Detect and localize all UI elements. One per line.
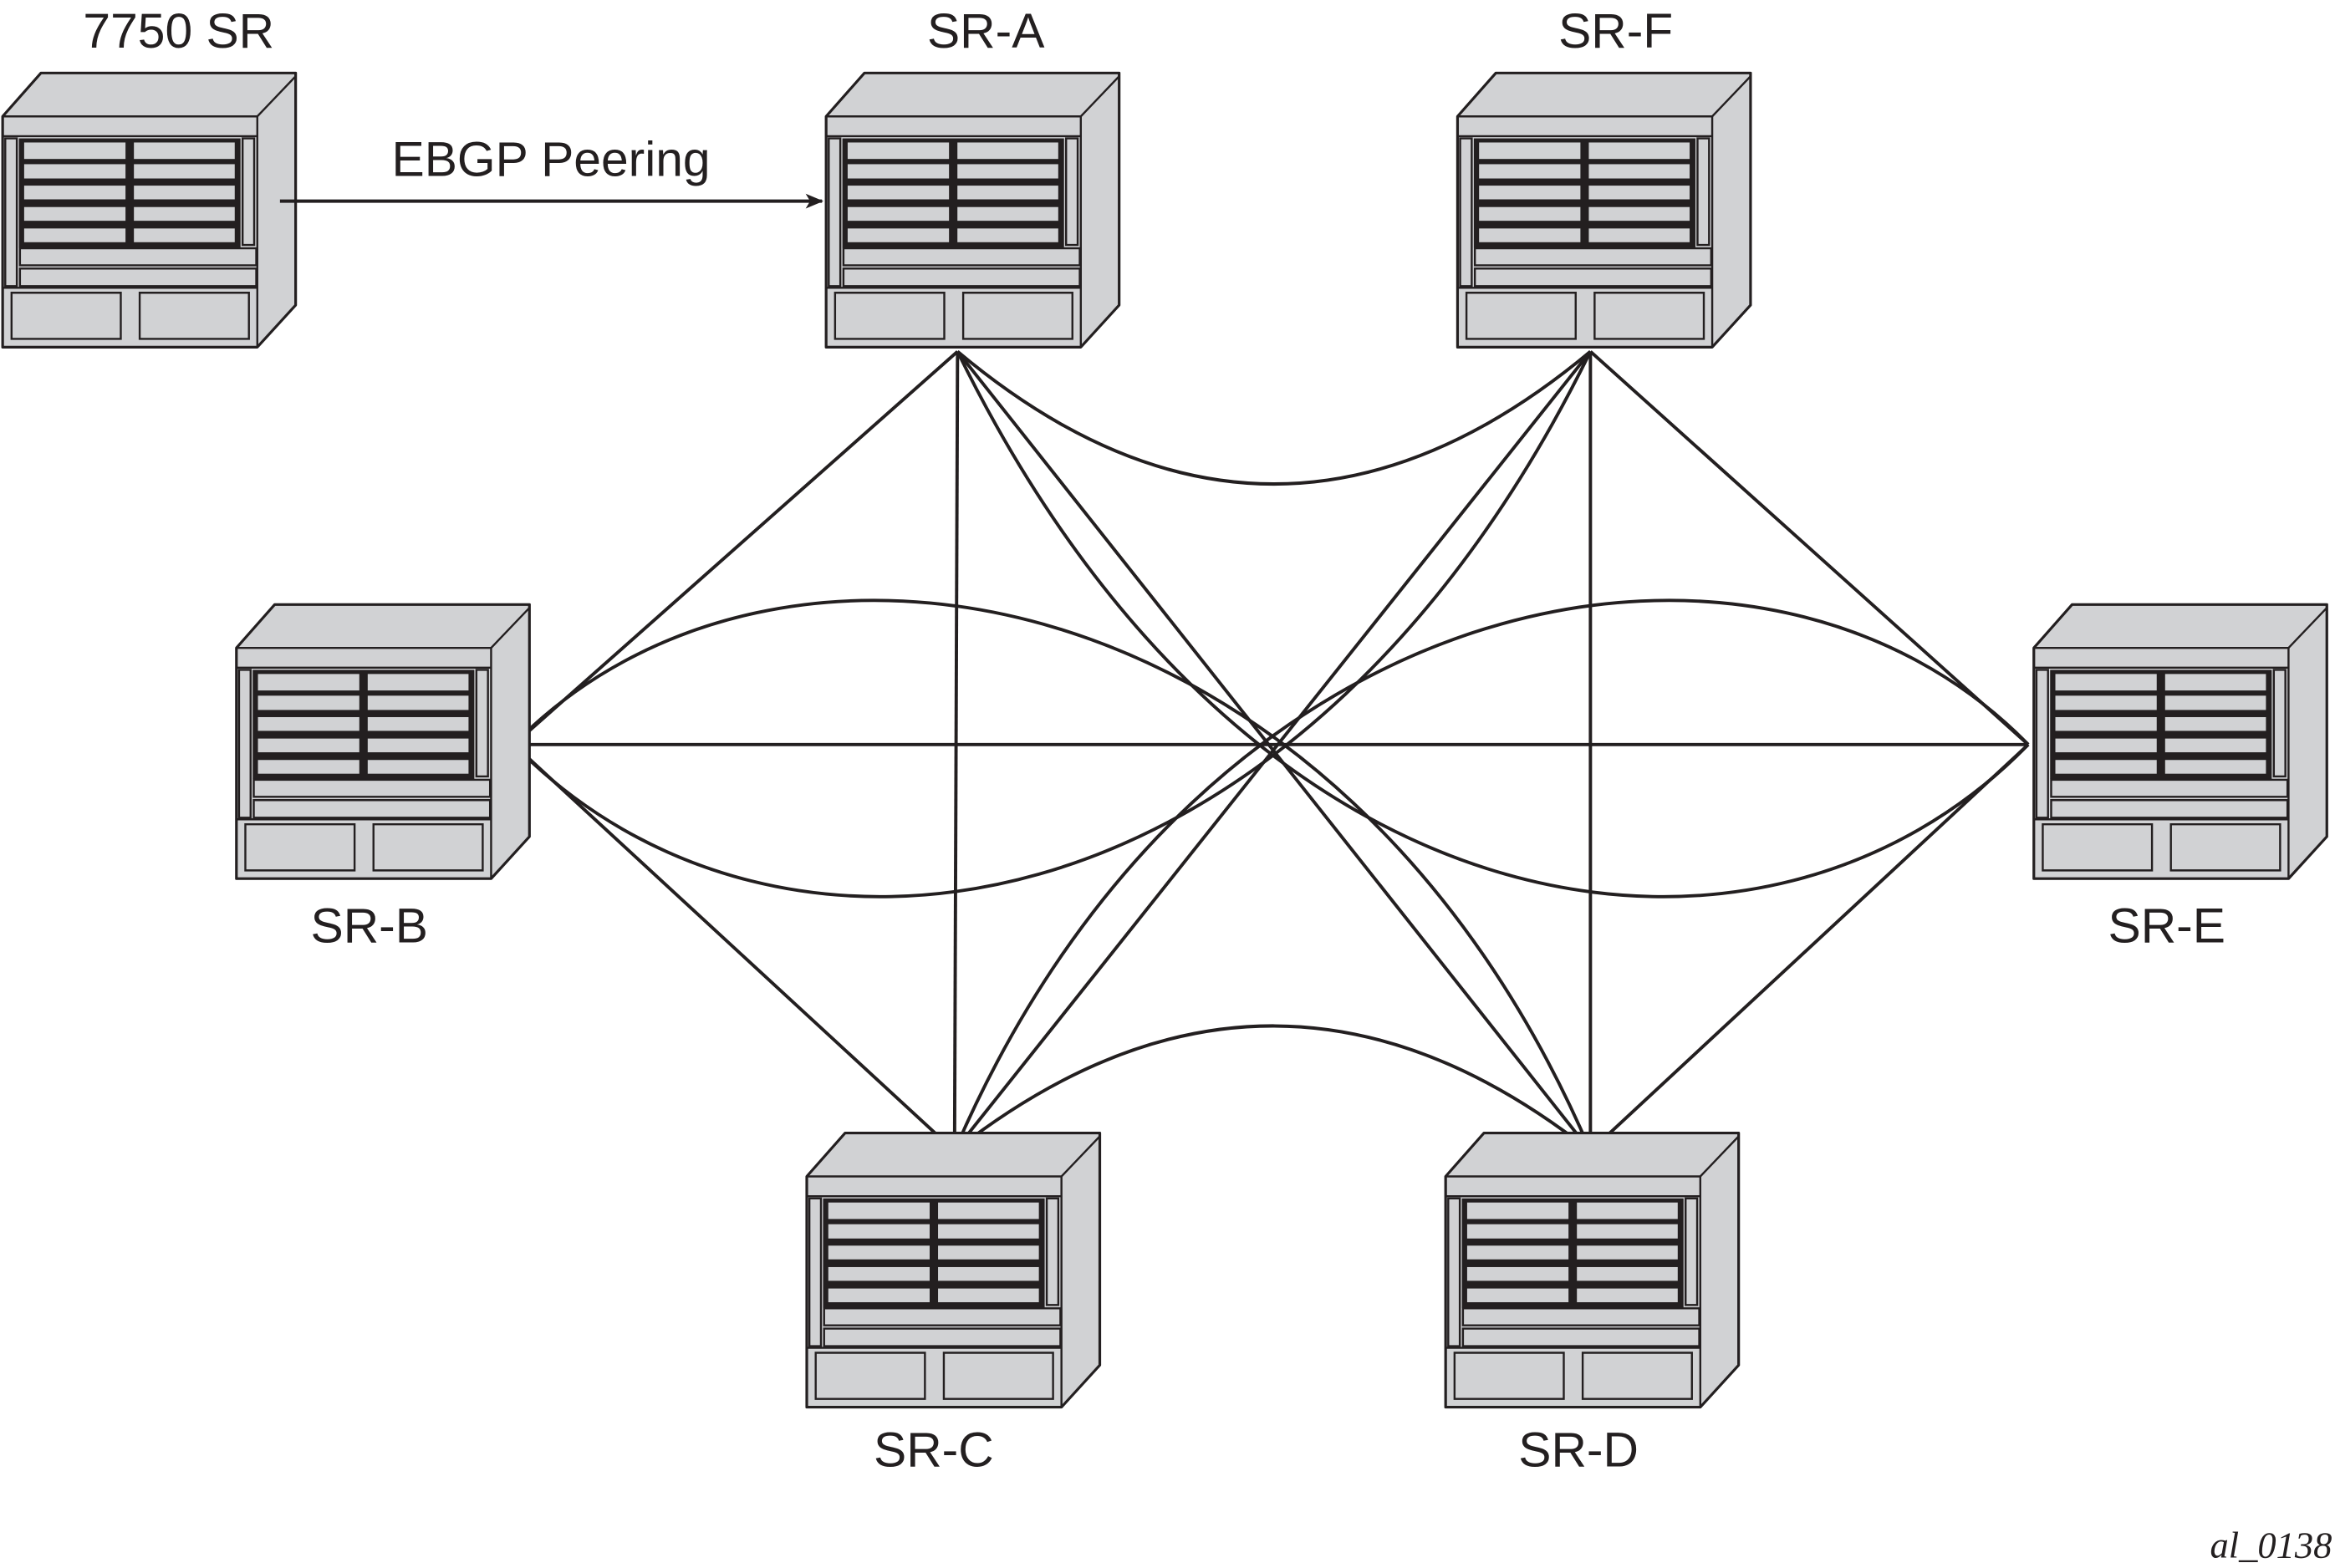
link-a-c (952, 351, 960, 1152)
router-label: SR-C (874, 1423, 994, 1478)
router-label: SR-D (1518, 1423, 1639, 1478)
link-e-c (952, 598, 2030, 1152)
router-a: SR-A (825, 4, 1120, 349)
link-c-d (953, 1024, 1592, 1153)
link-a-b (512, 350, 959, 746)
router-label: SR-B (311, 899, 428, 954)
link-a-e (956, 350, 2030, 899)
link-f-c (953, 350, 1592, 1153)
router-d: SR-D (1445, 1132, 1740, 1478)
router-icon (1456, 72, 1751, 349)
ebgp-peering-label: EBGP Peering (392, 132, 711, 186)
link-f-e (1589, 350, 2030, 746)
link-b-c (512, 743, 956, 1153)
router-label: SR-E (2108, 899, 2225, 954)
link-b-f (512, 350, 1593, 899)
figure-id: al_0138 (2210, 1524, 2332, 1565)
router-icon (806, 1132, 1101, 1408)
router-c: SR-C (806, 1132, 1101, 1478)
router-icon (1445, 1132, 1740, 1408)
nodes-layer: 7750 SR SR-A SR-F SR-B SR-E SR-C SR-D (2, 4, 2328, 1478)
ebgp-peering: EBGP Peering (279, 132, 824, 209)
links-layer (512, 350, 2030, 1153)
link-a-f (956, 350, 1592, 486)
router-icon (825, 72, 1120, 349)
router-icon (2032, 603, 2328, 880)
router-edge: 7750 SR (2, 4, 297, 349)
router-icon (235, 603, 531, 880)
router-e: SR-E (2032, 603, 2328, 954)
router-b: SR-B (235, 603, 531, 954)
link-e-d (1589, 743, 2030, 1153)
router-label: SR-F (1558, 4, 1673, 59)
link-b-d (512, 598, 1593, 1152)
router-label: SR-A (927, 4, 1045, 59)
router-label: 7750 SR (83, 4, 274, 59)
router-icon (2, 72, 297, 349)
router-f: SR-F (1456, 4, 1751, 349)
